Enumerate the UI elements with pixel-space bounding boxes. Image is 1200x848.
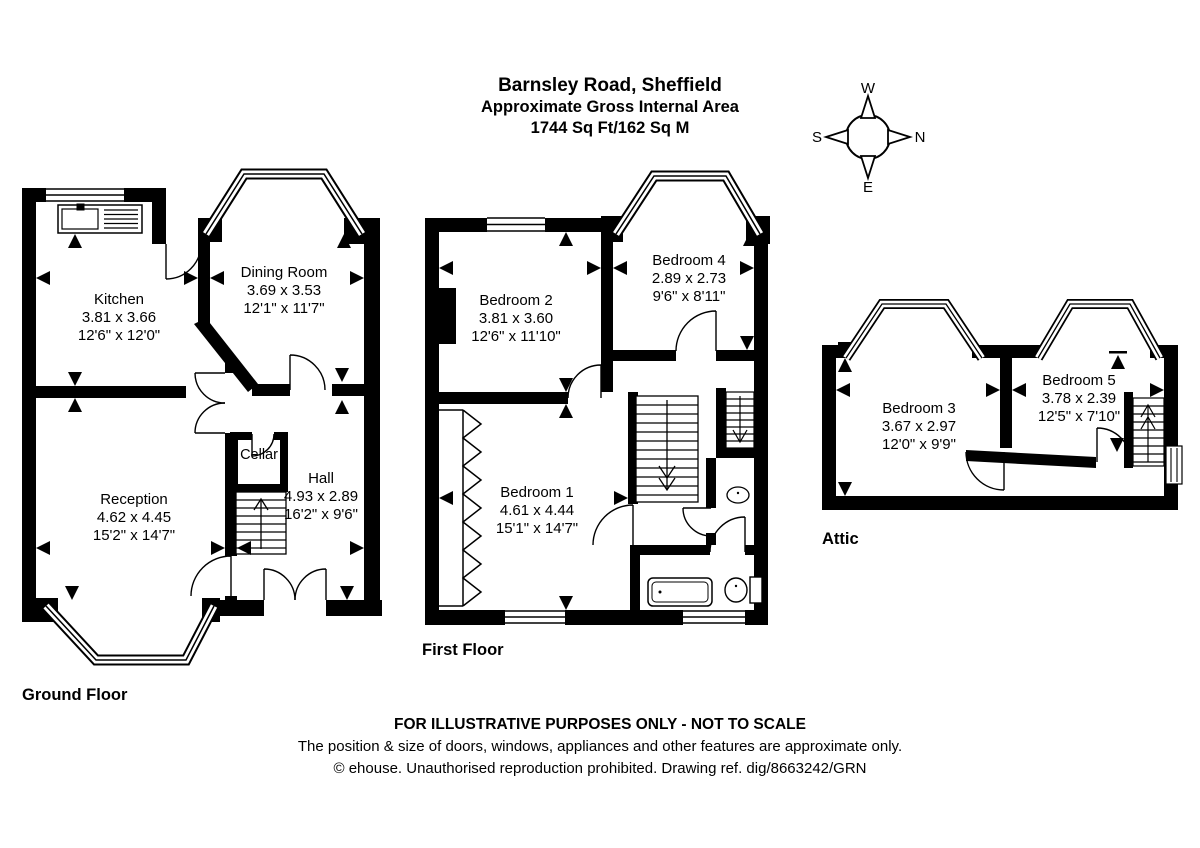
attic-label: Attic xyxy=(822,530,859,548)
kitchen-window xyxy=(46,186,124,204)
bedroom4-bay-window xyxy=(611,170,765,238)
area-value: 1744 Sq Ft/162 Sq M xyxy=(530,119,690,137)
compass-label-top: W xyxy=(860,80,876,97)
room-label-bedroom2: Bedroom 2 3.81 x 3.60 12'6" x 11'10" xyxy=(471,292,561,346)
room-size-imperial: 9'6" x 8'11" xyxy=(652,288,726,305)
bathtub-icon xyxy=(647,577,713,607)
room-name: Bedroom 2 xyxy=(479,292,553,309)
area-subtitle: Approximate Gross Internal Area xyxy=(481,98,739,116)
room-size-imperial: 16'2" x 9'6" xyxy=(284,506,358,523)
ground-floor-label: Ground Floor xyxy=(22,686,128,704)
attic-side-window xyxy=(1165,445,1183,485)
room-name: Hall xyxy=(308,470,334,487)
room-name: Bedroom 3 xyxy=(882,400,956,417)
bedroom5-dormer-window xyxy=(1033,299,1165,361)
first-floor-label: First Floor xyxy=(422,641,504,659)
compass-label-right: N xyxy=(914,129,926,146)
room-size-metric: 3.78 x 2.39 xyxy=(1041,390,1117,407)
reception-bay-window xyxy=(41,602,219,666)
room-name: Bedroom 4 xyxy=(652,252,726,269)
room-size-imperial: 12'1" x 11'7" xyxy=(243,300,325,317)
room-label-dining: Dining Room 3.69 x 3.53 12'1" x 11'7" xyxy=(241,264,328,318)
disclaimer-block: FOR ILLUSTRATIVE PURPOSES ONLY - NOT TO … xyxy=(298,714,902,780)
room-label-cellar: Cellar xyxy=(240,447,278,463)
room-label-bedroom5: Bedroom 5 3.78 x 2.39 12'5" x 7'10" xyxy=(1038,372,1120,426)
reception-double-door-arc-top xyxy=(194,372,226,404)
room-size-metric: 4.62 x 4.45 xyxy=(96,509,172,526)
room-name: Dining Room xyxy=(240,264,328,281)
room-label-bedroom1: Bedroom 1 4.61 x 4.44 15'1" x 14'7" xyxy=(496,484,578,538)
bedroom3-door-arc xyxy=(965,451,1005,491)
room-size-metric: 2.89 x 2.73 xyxy=(651,270,727,287)
room-size-imperial: 12'5" x 7'10" xyxy=(1037,408,1121,425)
front-door-right-arc xyxy=(294,568,327,601)
room-size-metric: 4.61 x 4.44 xyxy=(499,502,575,519)
room-label-bedroom3: Bedroom 3 3.67 x 2.97 12'0" x 9'9" xyxy=(882,400,956,454)
kitchen-door-arc xyxy=(165,243,202,280)
room-label-kitchen: Kitchen 3.81 x 3.66 12'6" x 12'0" xyxy=(78,291,160,345)
kitchen-sink-icon xyxy=(57,203,143,234)
bedroom1-window xyxy=(505,609,565,626)
disclaimer-text: The position & size of doors, windows, a… xyxy=(297,738,903,755)
ground-measure-arrows xyxy=(36,234,364,600)
room-size-imperial: 15'2" x 14'7" xyxy=(92,527,176,544)
attic-walls xyxy=(822,342,1178,510)
first-doors xyxy=(567,310,746,553)
attic-stairs-icon xyxy=(1132,397,1165,467)
compass-rose-icon xyxy=(823,93,913,181)
room-name: Reception xyxy=(100,491,168,508)
room-size-imperial: 12'6" x 12'0" xyxy=(77,327,161,344)
room-label-hall: Hall 4.93 x 2.89 16'2" x 9'6" xyxy=(284,470,358,524)
room-size-metric: 3.69 x 3.53 xyxy=(246,282,322,299)
toilet-icon xyxy=(724,576,763,604)
reception-double-door-arc-bottom xyxy=(194,402,226,434)
room-size-imperial: 12'0" x 9'9" xyxy=(882,436,956,453)
bedroom4-door-arc xyxy=(675,310,717,352)
first-measure-arrows xyxy=(439,232,757,610)
room-name: Kitchen xyxy=(93,291,145,308)
bathroom-window xyxy=(683,609,745,626)
attic-measure-arrows xyxy=(836,351,1164,496)
dining-door-arc xyxy=(289,354,326,391)
bathroom-door-arc xyxy=(709,516,746,553)
room-label-bedroom4: Bedroom 4 2.89 x 2.73 9'6" x 8'11" xyxy=(652,252,726,306)
wc-door-arc xyxy=(682,507,712,537)
room-size-metric: 4.93 x 2.89 xyxy=(283,488,359,505)
bedroom2-door-arc xyxy=(567,364,602,399)
copyright-text: © ehouse. Unauthorised reproduction proh… xyxy=(333,760,867,777)
basin-icon xyxy=(726,486,750,504)
first-floor-plan xyxy=(425,170,770,626)
room-size-metric: 3.81 x 3.66 xyxy=(81,309,157,326)
room-name: Bedroom 5 xyxy=(1042,372,1116,389)
ground-floor-plan xyxy=(22,168,382,666)
cellar-stairs-icon xyxy=(235,491,287,555)
room-size-imperial: 12'6" x 11'10" xyxy=(471,328,561,345)
bedroom1-door-arc xyxy=(592,504,634,546)
bedroom1-wardrobe-icon xyxy=(439,409,483,607)
bedroom3-dormer-window xyxy=(841,299,987,361)
cellar-room xyxy=(230,430,288,492)
address-title: Barnsley Road, Sheffield xyxy=(498,75,722,96)
room-label-reception: Reception 4.62 x 4.45 15'2" x 14'7" xyxy=(93,491,175,545)
ground-doors xyxy=(165,243,327,601)
room-size-imperial: 15'1" x 14'7" xyxy=(495,520,579,537)
main-stairs-icon xyxy=(635,395,699,503)
bedroom2-window xyxy=(487,216,545,233)
front-door-left-arc xyxy=(263,568,296,601)
compass-label-left: S xyxy=(811,129,823,146)
room-name: Bedroom 1 xyxy=(500,484,574,501)
compass-label-bottom: E xyxy=(862,179,874,196)
cellar-door-arc xyxy=(251,433,275,457)
room-size-metric: 3.67 x 2.97 xyxy=(881,418,957,435)
hall-reception-door-arc xyxy=(190,555,232,597)
dining-bay-window xyxy=(201,168,367,237)
disclaimer-heading: FOR ILLUSTRATIVE PURPOSES ONLY - NOT TO … xyxy=(394,716,806,733)
plan-title: Barnsley Road, Sheffield Approximate Gro… xyxy=(481,75,739,139)
attic-access-stairs-icon xyxy=(725,391,755,449)
attic-plan xyxy=(822,299,1183,510)
room-size-metric: 3.81 x 3.60 xyxy=(478,310,554,327)
